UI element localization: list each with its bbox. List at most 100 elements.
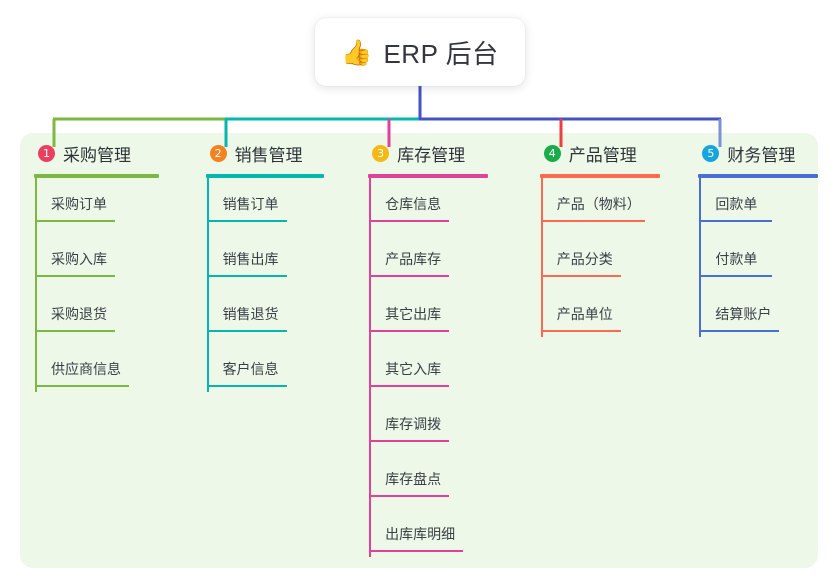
list-item[interactable]: 产品（物料）	[526, 184, 685, 239]
column-badge-4: 4	[543, 144, 561, 162]
column-badge-5: 5	[702, 144, 720, 162]
list-item-rule	[369, 495, 450, 497]
column-2: 2 销售管理销售订单销售出库销售退货客户信息	[192, 133, 355, 568]
column-rule-3	[368, 174, 489, 178]
thumbs-up-icon: 👍	[341, 38, 373, 67]
list-item-label: 其它出库	[385, 306, 442, 322]
list-item[interactable]: 销售订单	[192, 184, 355, 239]
column-3: 3 库存管理仓库信息产品库存其它出库其它入库库存调拨库存盘点出库库明细	[354, 133, 526, 568]
list-item-label: 仓库信息	[385, 196, 442, 212]
column-spine-5	[699, 178, 702, 337]
column-header-4[interactable]: 4 产品管理	[526, 133, 685, 173]
root-node-title: ERP 后台	[383, 38, 499, 69]
list-item-label: 产品（物料）	[556, 196, 641, 212]
list-item[interactable]: 采购入库	[20, 239, 192, 294]
column-title-4: 产品管理	[568, 145, 637, 165]
list-item-rule	[35, 275, 115, 277]
column-spine-2	[206, 178, 209, 392]
list-item-rule	[35, 385, 129, 387]
list-item[interactable]: 产品单位	[526, 294, 685, 349]
list-item-label: 销售出库	[222, 251, 279, 267]
list-item[interactable]: 销售出库	[192, 239, 355, 294]
column-items-2: 销售订单销售出库销售退货客户信息	[192, 184, 355, 404]
list-item-rule	[369, 550, 464, 552]
list-item-label: 库存调拨	[385, 416, 442, 432]
column-header-3[interactable]: 3 库存管理	[354, 133, 526, 173]
list-item-label: 其它入库	[385, 361, 442, 377]
column-rule-1	[34, 174, 159, 178]
list-item[interactable]: 采购订单	[20, 184, 192, 239]
list-item-rule	[35, 220, 115, 222]
column-badge-3: 3	[372, 144, 390, 162]
list-item-rule	[369, 440, 450, 442]
list-item-rule	[206, 220, 287, 222]
list-item-label: 结算账户	[715, 306, 772, 322]
column-header-1[interactable]: 1 采购管理	[20, 133, 192, 173]
list-item-rule	[699, 275, 773, 277]
columns-container: 1 采购管理采购订单采购入库采购退货供应商信息 2 销售管理销售订单销售出库销售退货客…	[20, 133, 819, 568]
column-spine-4	[540, 178, 543, 337]
list-item[interactable]: 库存调拨	[354, 404, 526, 459]
list-item[interactable]: 供应商信息	[20, 349, 192, 404]
list-item[interactable]: 产品库存	[354, 239, 526, 294]
list-item-rule	[35, 330, 115, 332]
list-item-label: 库存盘点	[385, 471, 442, 487]
list-item[interactable]: 产品分类	[526, 239, 685, 294]
column-items-1: 采购订单采购入库采购退货供应商信息	[20, 184, 192, 404]
column-badge-2: 2	[209, 144, 227, 162]
list-item-label: 产品分类	[556, 251, 613, 267]
list-item[interactable]: 结算账户	[684, 294, 818, 349]
column-5: 5 财务管理回款单付款单结算账户	[684, 133, 819, 568]
list-item[interactable]: 采购退货	[20, 294, 192, 349]
list-item[interactable]: 出库库明细	[354, 514, 526, 569]
column-title-3: 库存管理	[397, 145, 466, 165]
list-item-label: 出库库明细	[385, 526, 456, 542]
list-item-label: 回款单	[715, 196, 758, 212]
list-item-rule	[699, 220, 773, 222]
list-item-rule	[540, 330, 621, 332]
column-title-5: 财务管理	[727, 145, 796, 165]
list-item-label: 产品库存	[385, 251, 442, 267]
column-rule-4	[539, 174, 660, 178]
list-item-rule	[540, 275, 621, 277]
list-item-label: 供应商信息	[51, 361, 121, 377]
column-spine-1	[35, 178, 37, 392]
list-item[interactable]: 其它出库	[354, 294, 526, 349]
list-item[interactable]: 付款单	[684, 239, 818, 294]
list-item-label: 销售订单	[222, 196, 279, 212]
list-item-label: 产品单位	[556, 306, 613, 322]
list-item[interactable]: 销售退货	[192, 294, 355, 349]
list-item-rule	[369, 385, 450, 387]
list-item-rule	[369, 220, 450, 222]
column-spine-3	[369, 178, 372, 557]
list-item[interactable]: 客户信息	[192, 349, 355, 404]
list-item-rule	[699, 330, 780, 332]
list-item[interactable]: 其它入库	[354, 349, 526, 404]
list-item-label: 付款单	[715, 251, 758, 267]
list-item-rule	[206, 385, 287, 387]
column-header-2[interactable]: 2 销售管理	[192, 133, 355, 173]
list-item[interactable]: 仓库信息	[354, 184, 526, 239]
column-items-3: 仓库信息产品库存其它出库其它入库库存调拨库存盘点出库库明细	[354, 184, 526, 569]
column-title-2: 销售管理	[234, 145, 303, 165]
column-4: 4 产品管理产品（物料） 产品分类产品单位	[526, 133, 685, 568]
list-item-rule	[540, 220, 645, 222]
list-item-label: 采购退货	[51, 306, 107, 322]
column-1: 1 采购管理采购订单采购入库采购退货供应商信息	[20, 133, 192, 568]
column-items-5: 回款单付款单结算账户	[684, 184, 818, 349]
column-title-1: 采购管理	[63, 145, 131, 165]
list-item-label: 销售退货	[222, 306, 279, 322]
list-item-rule	[369, 275, 450, 277]
list-item-label: 客户信息	[222, 361, 279, 377]
list-item[interactable]: 回款单	[684, 184, 818, 239]
column-rule-2	[205, 174, 324, 178]
list-item-label: 采购入库	[51, 251, 107, 267]
column-header-5[interactable]: 5 财务管理	[684, 133, 818, 173]
list-item-rule	[206, 275, 287, 277]
list-item-rule	[369, 330, 450, 332]
column-items-4: 产品（物料） 产品分类产品单位	[526, 184, 685, 349]
root-node-erp-backend[interactable]: 👍 ERP 后台	[315, 18, 525, 86]
list-item[interactable]: 库存盘点	[354, 459, 526, 514]
column-badge-1: 1	[38, 144, 55, 162]
list-item-label: 采购订单	[51, 196, 107, 212]
